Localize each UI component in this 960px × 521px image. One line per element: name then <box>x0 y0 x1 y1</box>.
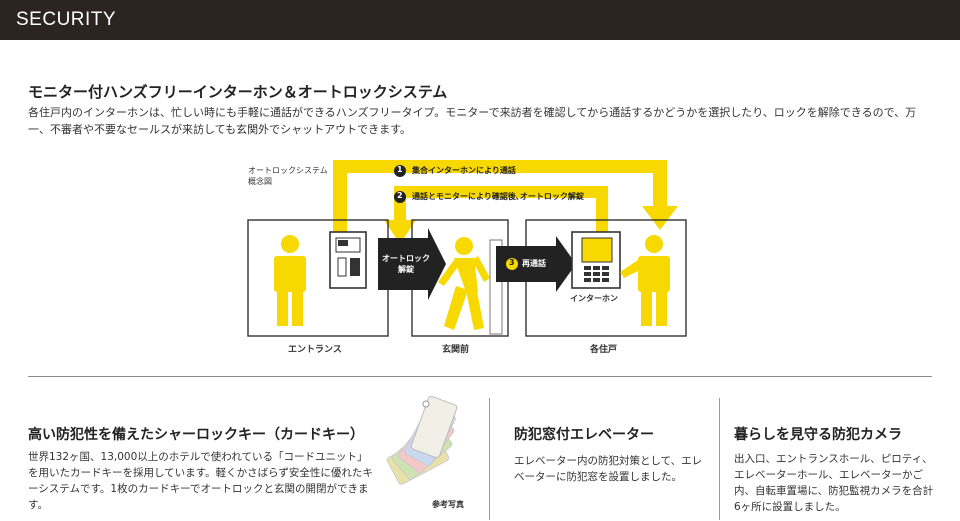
flow-arrow-1 <box>642 206 678 230</box>
column-divider-1 <box>489 398 490 520</box>
camera-text: 出入口、エントランスホール、ピロティ、エレベーターホール、エレベーターかご内、自… <box>734 453 934 513</box>
camera-title: 暮らしを見守る防犯カメラ <box>734 427 902 443</box>
zone-box-entrance <box>247 219 389 337</box>
autolock-title: モニター付ハンズフリーインターホン＆オートロックシステム <box>28 83 448 101</box>
section-title: SECURITY <box>16 9 117 30</box>
intercom-label: インターホン <box>570 294 618 303</box>
photo-caption: 参考写真 <box>432 500 464 509</box>
card-key-title: 高い防犯性を備えたシャーロックキー（カードキー） <box>28 427 364 443</box>
card-key-photo <box>386 395 458 485</box>
step1-text: 集合インターホンにより通話 <box>412 166 516 175</box>
diagram-caption: オートロックシステム 概念図 <box>248 165 328 187</box>
recall-arrow <box>496 236 576 292</box>
step3-number: 3 <box>509 258 515 267</box>
step2-number: 2 <box>397 191 403 200</box>
zone-label-unit: 各住戸 <box>590 345 618 355</box>
flow-path-1 <box>333 160 667 234</box>
autolock-description: 各住戸内のインターホンは、忙しい時にも手軽に通話ができるハンズフリータイプ。モニ… <box>28 106 917 136</box>
step2-text: 通話とモニターにより確認後､オートロック解錠 <box>412 192 584 201</box>
door-frame <box>489 239 503 335</box>
step1-number: 1 <box>397 165 403 174</box>
person-entrance-icon <box>274 235 306 326</box>
person-resident-icon <box>620 235 670 326</box>
step3-badge <box>506 258 518 270</box>
flow-path-2 <box>394 186 608 232</box>
elevator-title: 防犯窓付エレベーター <box>514 427 654 443</box>
diagram-caption-line2: 概念図 <box>248 177 272 186</box>
elevator-text: エレベーター内の防犯対策として、エレベーターに防犯窓を設置しました。 <box>514 455 703 483</box>
section-header: SECURITY <box>0 0 960 40</box>
zone-label-front: 玄関前 <box>442 345 470 355</box>
zone-label-entrance: エントランス <box>288 345 342 355</box>
flow-arrow-2 <box>384 220 416 244</box>
unlock-arrow <box>378 228 446 300</box>
person-walking-icon <box>438 237 490 330</box>
card-key-text: 世界132ヶ国、13,000以上のホテルで使われている「コードユニット」を用いた… <box>28 451 373 511</box>
step1-badge <box>394 165 406 177</box>
unlock-label-line1: オートロック <box>382 254 430 263</box>
unlock-label-line2: 解錠 <box>398 265 414 274</box>
section-divider <box>28 376 932 377</box>
diagram-caption-line1: オートロックシステム <box>248 166 328 175</box>
column-divider-2 <box>719 398 720 520</box>
autolock-diagram-graphic <box>247 160 687 337</box>
step2-badge <box>394 191 406 203</box>
card-key-stack-icon <box>386 395 458 485</box>
step3-text: 再通話 <box>522 259 546 268</box>
unlock-label: オートロック 解錠 <box>378 253 434 275</box>
autolock-diagram: オートロックシステム 概念図 1 集合インターホンにより通話 2 通話とモニター… <box>240 160 700 360</box>
